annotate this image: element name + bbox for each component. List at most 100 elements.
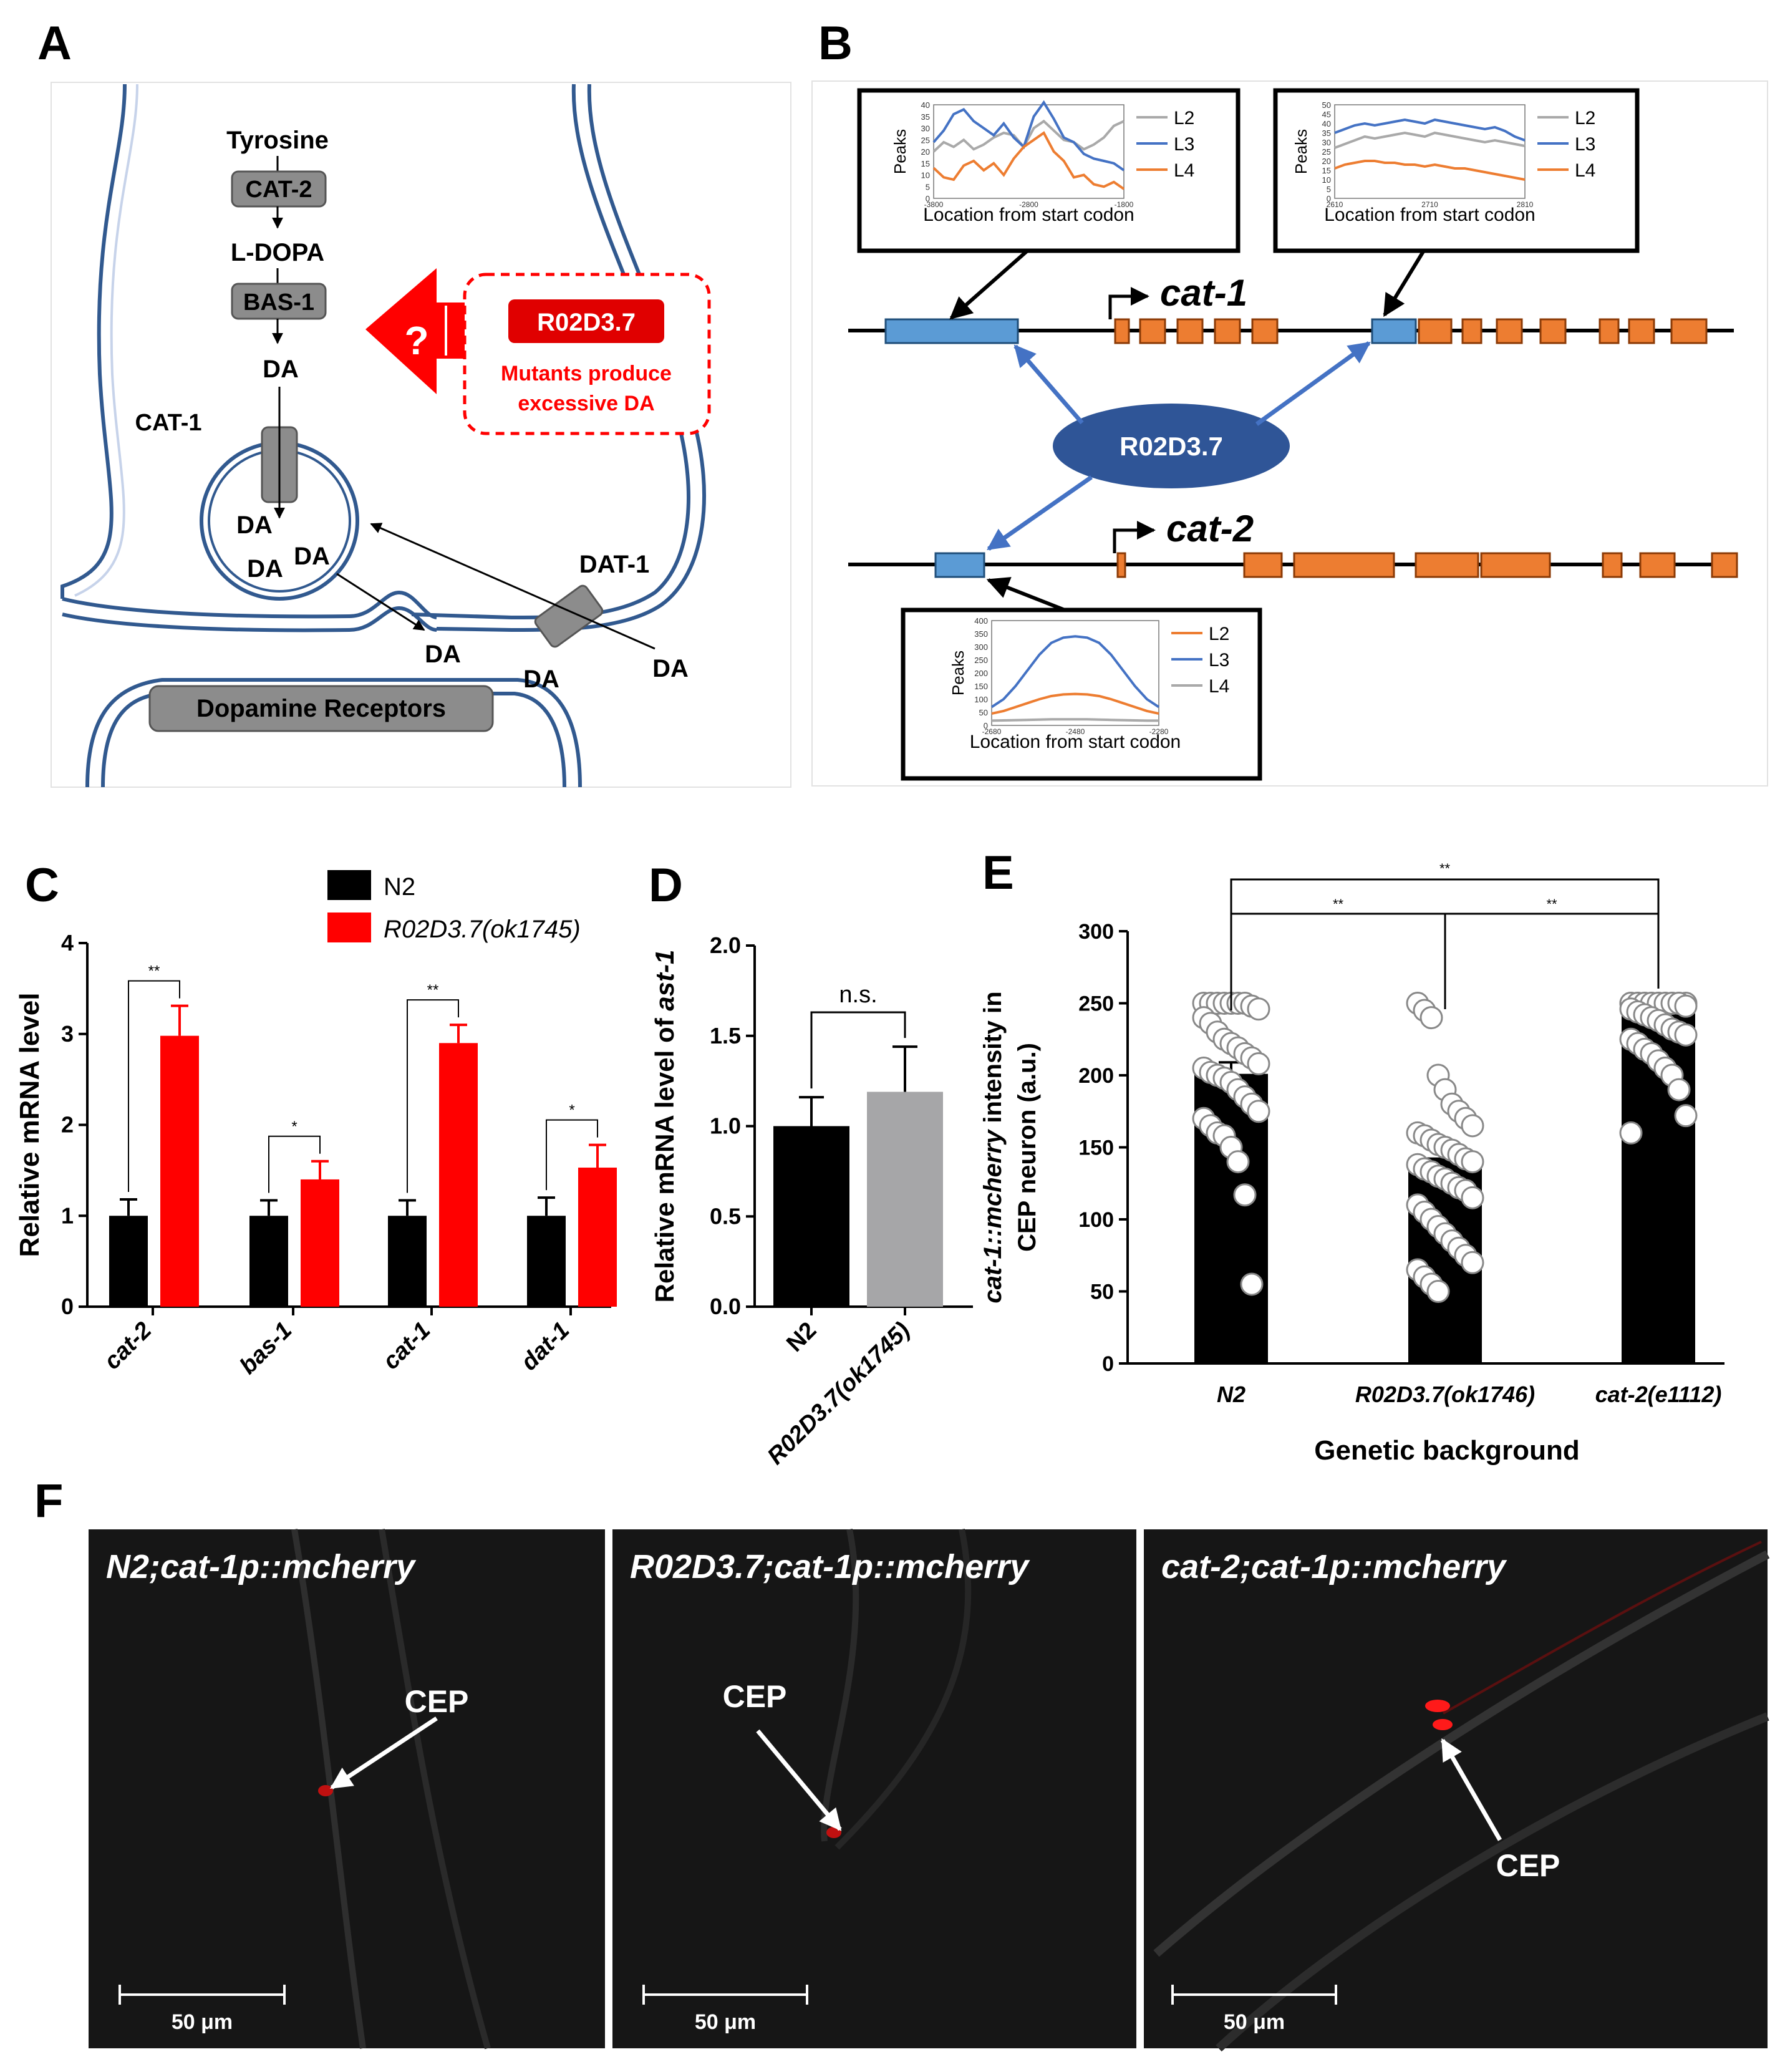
y-tick-label: 100	[1078, 1208, 1114, 1232]
da-label-cytosol: DA	[263, 356, 299, 383]
inset-legend-label: L2	[1575, 108, 1595, 128]
arrow-reuptake	[370, 523, 655, 650]
y-axis-label: Relative mRNA level of ast-1	[650, 950, 679, 1303]
inset-xtick: -2680	[982, 727, 1002, 736]
tyrosine-label: Tyrosine	[226, 127, 329, 154]
data-point	[1461, 1114, 1484, 1138]
inset-series-line	[932, 131, 1125, 190]
inset-ytick: 50	[1322, 100, 1331, 110]
inset-ytick: 25	[1322, 147, 1331, 157]
cat2-enzyme-box	[231, 170, 327, 208]
inset-ytick: 10	[921, 171, 930, 180]
membrane-left	[60, 84, 127, 599]
cat1-exon	[1114, 318, 1130, 344]
micrograph-background	[1144, 1529, 1768, 2048]
y-tick-label: 50	[1090, 1280, 1114, 1304]
postsynaptic-membrane	[85, 678, 582, 788]
inset-ytick: 400	[974, 616, 988, 626]
y-tick-label: 2	[61, 1112, 74, 1138]
cat1-intronic-peak-region	[1371, 318, 1417, 344]
micrograph-title: R02D3.7;cat-1p::mcherry	[630, 1548, 1030, 1585]
cat1-upstream-peak-region	[884, 318, 1019, 344]
inset-series-line	[991, 692, 1159, 715]
inset-ytick: 20	[921, 147, 930, 157]
cat1-exons	[1114, 318, 1708, 344]
binding-arrow-intronic	[1255, 341, 1371, 426]
membrane-bottom-outer	[62, 606, 437, 632]
cep-neuron-signal	[1425, 1700, 1450, 1712]
cat1-exon	[1461, 318, 1483, 344]
inset-legend-label: L3	[1174, 134, 1194, 155]
panel-label-d: D	[649, 859, 683, 912]
inset-xtick: 2610	[1327, 200, 1343, 209]
y-axis-label: Relative mRNA level	[14, 993, 45, 1257]
inset-ytick: 300	[974, 642, 988, 652]
cat1-exon	[1176, 318, 1204, 344]
y-tick-label: 250	[1078, 992, 1114, 1016]
da-label-cleft-3: DA	[652, 655, 689, 682]
data-point	[1426, 1280, 1450, 1303]
inset-ytick: 50	[979, 708, 988, 717]
data-point	[1233, 1183, 1257, 1207]
data-point	[1461, 1150, 1484, 1174]
cep-neuron-signal	[1433, 1719, 1453, 1730]
cat1-exon	[1496, 318, 1523, 344]
da-label-cleft-2: DA	[523, 666, 559, 693]
r02d37-gene-label: R02D3.7	[537, 309, 636, 336]
y-tick-label: 300	[1078, 920, 1114, 944]
bar	[249, 1216, 288, 1307]
significance-marker: **	[148, 963, 160, 980]
inset-ytick: 5	[1327, 185, 1331, 194]
cep-pointer-arrow	[756, 1729, 842, 1831]
r02d37-factor-label: R02D3.7	[1120, 432, 1223, 461]
bar	[160, 1035, 199, 1307]
arrow-release	[336, 573, 425, 631]
micrograph-title: cat-2;cat-1p::mcherry	[1161, 1548, 1507, 1585]
inset-ytick: 15	[921, 159, 930, 168]
membrane-left-inner	[74, 84, 138, 597]
cat1-exon	[1539, 318, 1567, 344]
significance-bracket	[128, 980, 180, 1193]
inset-xtick: -1800	[1115, 200, 1134, 209]
inset-xlabel: Location from start codon	[923, 205, 1134, 225]
x-tick-label: R02D3.7(ok1746)	[1355, 1382, 1535, 1407]
significance-bracket	[546, 1119, 598, 1191]
data-point	[1247, 1100, 1270, 1123]
scale-bar-label: 50 μm	[695, 2010, 756, 2034]
cat2-tss-arrow	[1113, 521, 1156, 553]
inset-ytick: 0	[984, 721, 988, 730]
binding-arrow-upstream	[1013, 344, 1084, 425]
inset-legend-label: L4	[1209, 676, 1229, 697]
inset-series-line	[932, 100, 1125, 172]
y-tick-label: 0	[61, 1294, 74, 1319]
inset-ytick: 350	[974, 629, 988, 639]
mutant-phenotype-line2: excessive DA	[518, 392, 654, 415]
inset-xtick: 2810	[1517, 200, 1534, 209]
data-point	[1240, 1272, 1264, 1296]
significance-marker: **	[1439, 861, 1451, 876]
cat2-enzyme-label: CAT-2	[246, 177, 312, 203]
bas1-enzyme-box	[231, 283, 327, 320]
inset-xtick: 2710	[1421, 200, 1438, 209]
cat1-transporter-label: CAT-1	[135, 410, 202, 436]
binding-arrow-cat2	[987, 475, 1093, 551]
inset-ytick: 10	[1322, 175, 1331, 185]
inset-ylabel: Peaks	[1292, 129, 1310, 174]
y-tick-label: 4	[61, 930, 74, 956]
ldopa-label: L-DOPA	[231, 239, 324, 266]
significance-marker: n.s.	[839, 982, 877, 1008]
worm-outline	[834, 1529, 972, 1850]
legend-swatch	[327, 913, 371, 942]
cat2-exon	[1243, 552, 1283, 578]
data-point	[1420, 1006, 1443, 1030]
inset-xlabel: Location from start codon	[970, 732, 1181, 752]
cat1-exon	[1670, 318, 1708, 344]
x-tick-label: bas-1	[235, 1317, 297, 1380]
x-tick-label: cat-2(e1112)	[1595, 1382, 1722, 1407]
inset-chart-upstream-cat2: 400350300250200150100500-2680-2480-2280P…	[901, 608, 1262, 781]
da-label-vesicle-2: DA	[247, 555, 283, 583]
inset-legend-label: L4	[1174, 160, 1194, 181]
